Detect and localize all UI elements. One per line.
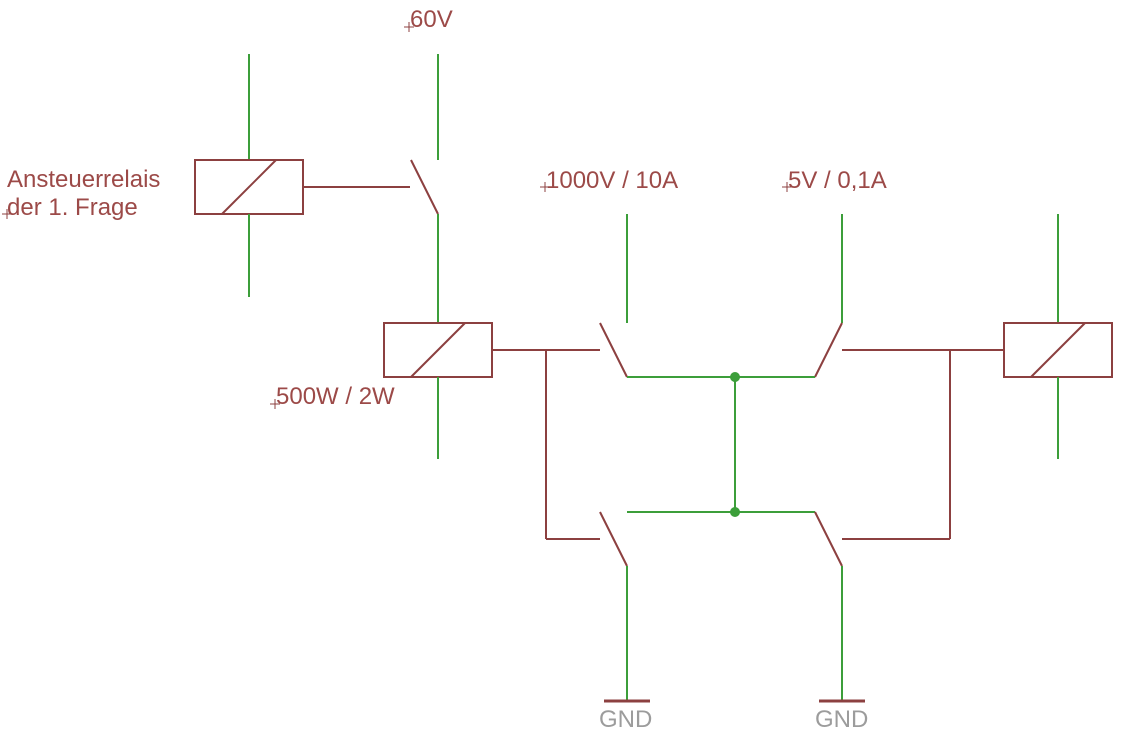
junction-dot-top: [730, 372, 740, 382]
load-relay: [383, 322, 600, 540]
label-control-relay-line1: Ansteuerrelais: [7, 166, 160, 193]
control-relay: [194, 54, 410, 297]
label-1000v-10a: 1000V / 10A: [546, 167, 678, 194]
switch-lower-left: [599, 511, 650, 703]
label-60v: 60V: [410, 6, 453, 33]
label-control-relay-line2: der 1. Frage: [7, 194, 138, 221]
label-origin-markers: [2, 22, 792, 409]
label-500w-2w: 500W / 2W: [276, 383, 395, 410]
output-net: [627, 372, 815, 517]
switch-lower-right: [814, 511, 865, 703]
switch-1000v: [599, 214, 628, 378]
switch-60v: [410, 54, 439, 323]
label-gnd-right: GND: [815, 706, 868, 733]
junction-dot-bottom: [730, 507, 740, 517]
switch-5v: [814, 214, 1003, 378]
right-relay: [842, 214, 1113, 540]
label-gnd-left: GND: [599, 706, 652, 733]
label-5v-01a: 5V / 0,1A: [788, 167, 887, 194]
